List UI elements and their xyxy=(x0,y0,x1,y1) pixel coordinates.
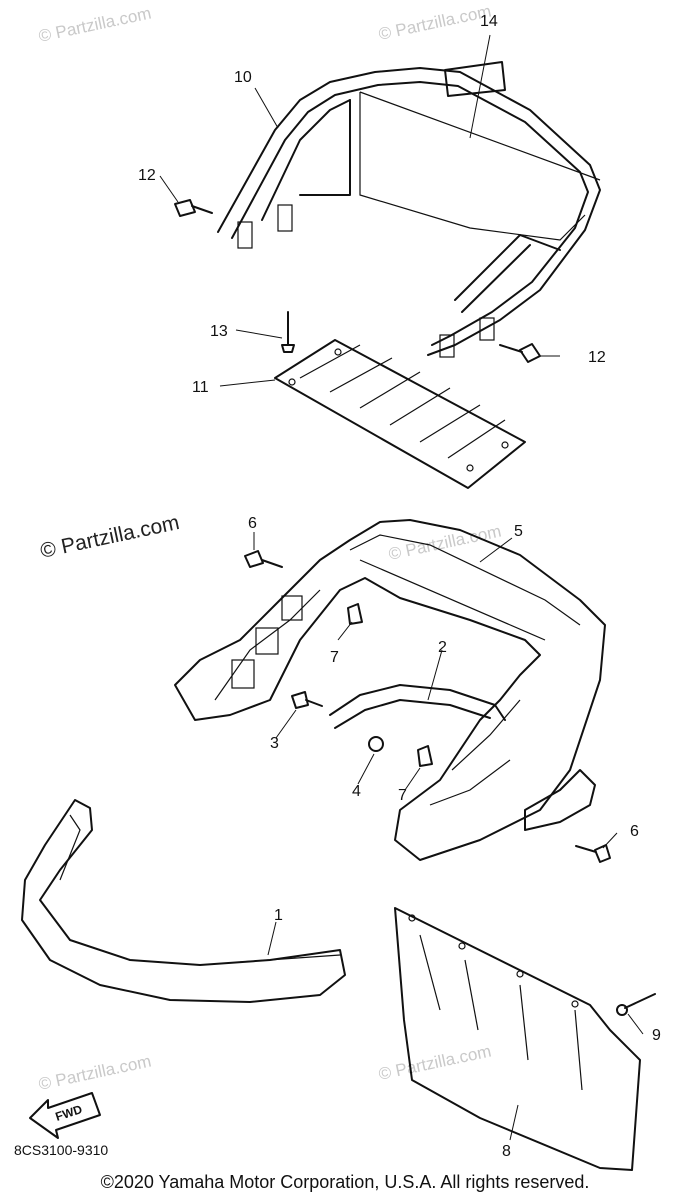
rear-bumper-part-5 xyxy=(174,519,606,861)
nut-part-4 xyxy=(368,736,384,752)
callout-4: 4 xyxy=(352,783,361,800)
grab-bar-part-1 xyxy=(21,799,346,1003)
bolt-part-6 xyxy=(575,844,611,863)
callout-6: 6 xyxy=(630,823,639,840)
callout-7: 7 xyxy=(398,787,407,804)
mud-flap-part-8 xyxy=(394,907,641,1171)
watermark-prominent: © Partzilla.com xyxy=(38,511,181,563)
callout-11: 11 xyxy=(192,379,209,396)
callout-8: 8 xyxy=(502,1143,511,1160)
watermark: © Partzilla.com xyxy=(377,1042,493,1084)
watermark: © Partzilla.com xyxy=(377,2,493,44)
clip-part-7 xyxy=(417,745,433,767)
callout-9: 9 xyxy=(652,1027,661,1044)
rear-rack-part-10 xyxy=(217,67,601,358)
rivet-part-9 xyxy=(616,993,656,1016)
diagram-code: 8CS3100-9310 xyxy=(14,1142,109,1158)
callout-3: 3 xyxy=(270,735,279,752)
copyright-text: ©2020 Yamaha Motor Corporation, U.S.A. A… xyxy=(100,1172,590,1192)
plate-part-11 xyxy=(274,339,526,489)
callout-10: 10 xyxy=(234,69,252,86)
callout-1: 1 xyxy=(274,907,283,924)
watermark: © Partzilla.com xyxy=(37,1052,153,1094)
callout-6: 6 xyxy=(248,515,257,532)
callout-5: 5 xyxy=(514,523,523,540)
clip-part-7 xyxy=(347,603,363,625)
watermark: © Partzilla.com xyxy=(37,4,153,46)
callout-7: 7 xyxy=(330,649,339,666)
brace-part-2 xyxy=(329,684,596,831)
fwd-arrow-icon: FWD xyxy=(29,1092,101,1139)
callout-2: 2 xyxy=(438,639,447,656)
callout-14: 14 xyxy=(480,13,498,30)
label-part-14 xyxy=(444,61,506,97)
callout-12: 12 xyxy=(588,349,606,366)
callout-12: 12 xyxy=(138,167,156,184)
bolt-part-6 xyxy=(244,550,283,568)
bolt-part-12 xyxy=(499,343,541,363)
rivet-part-13 xyxy=(281,311,295,353)
callout-13: 13 xyxy=(210,323,228,340)
bolt-part-12 xyxy=(174,199,213,217)
bolt-part-3 xyxy=(291,691,323,709)
